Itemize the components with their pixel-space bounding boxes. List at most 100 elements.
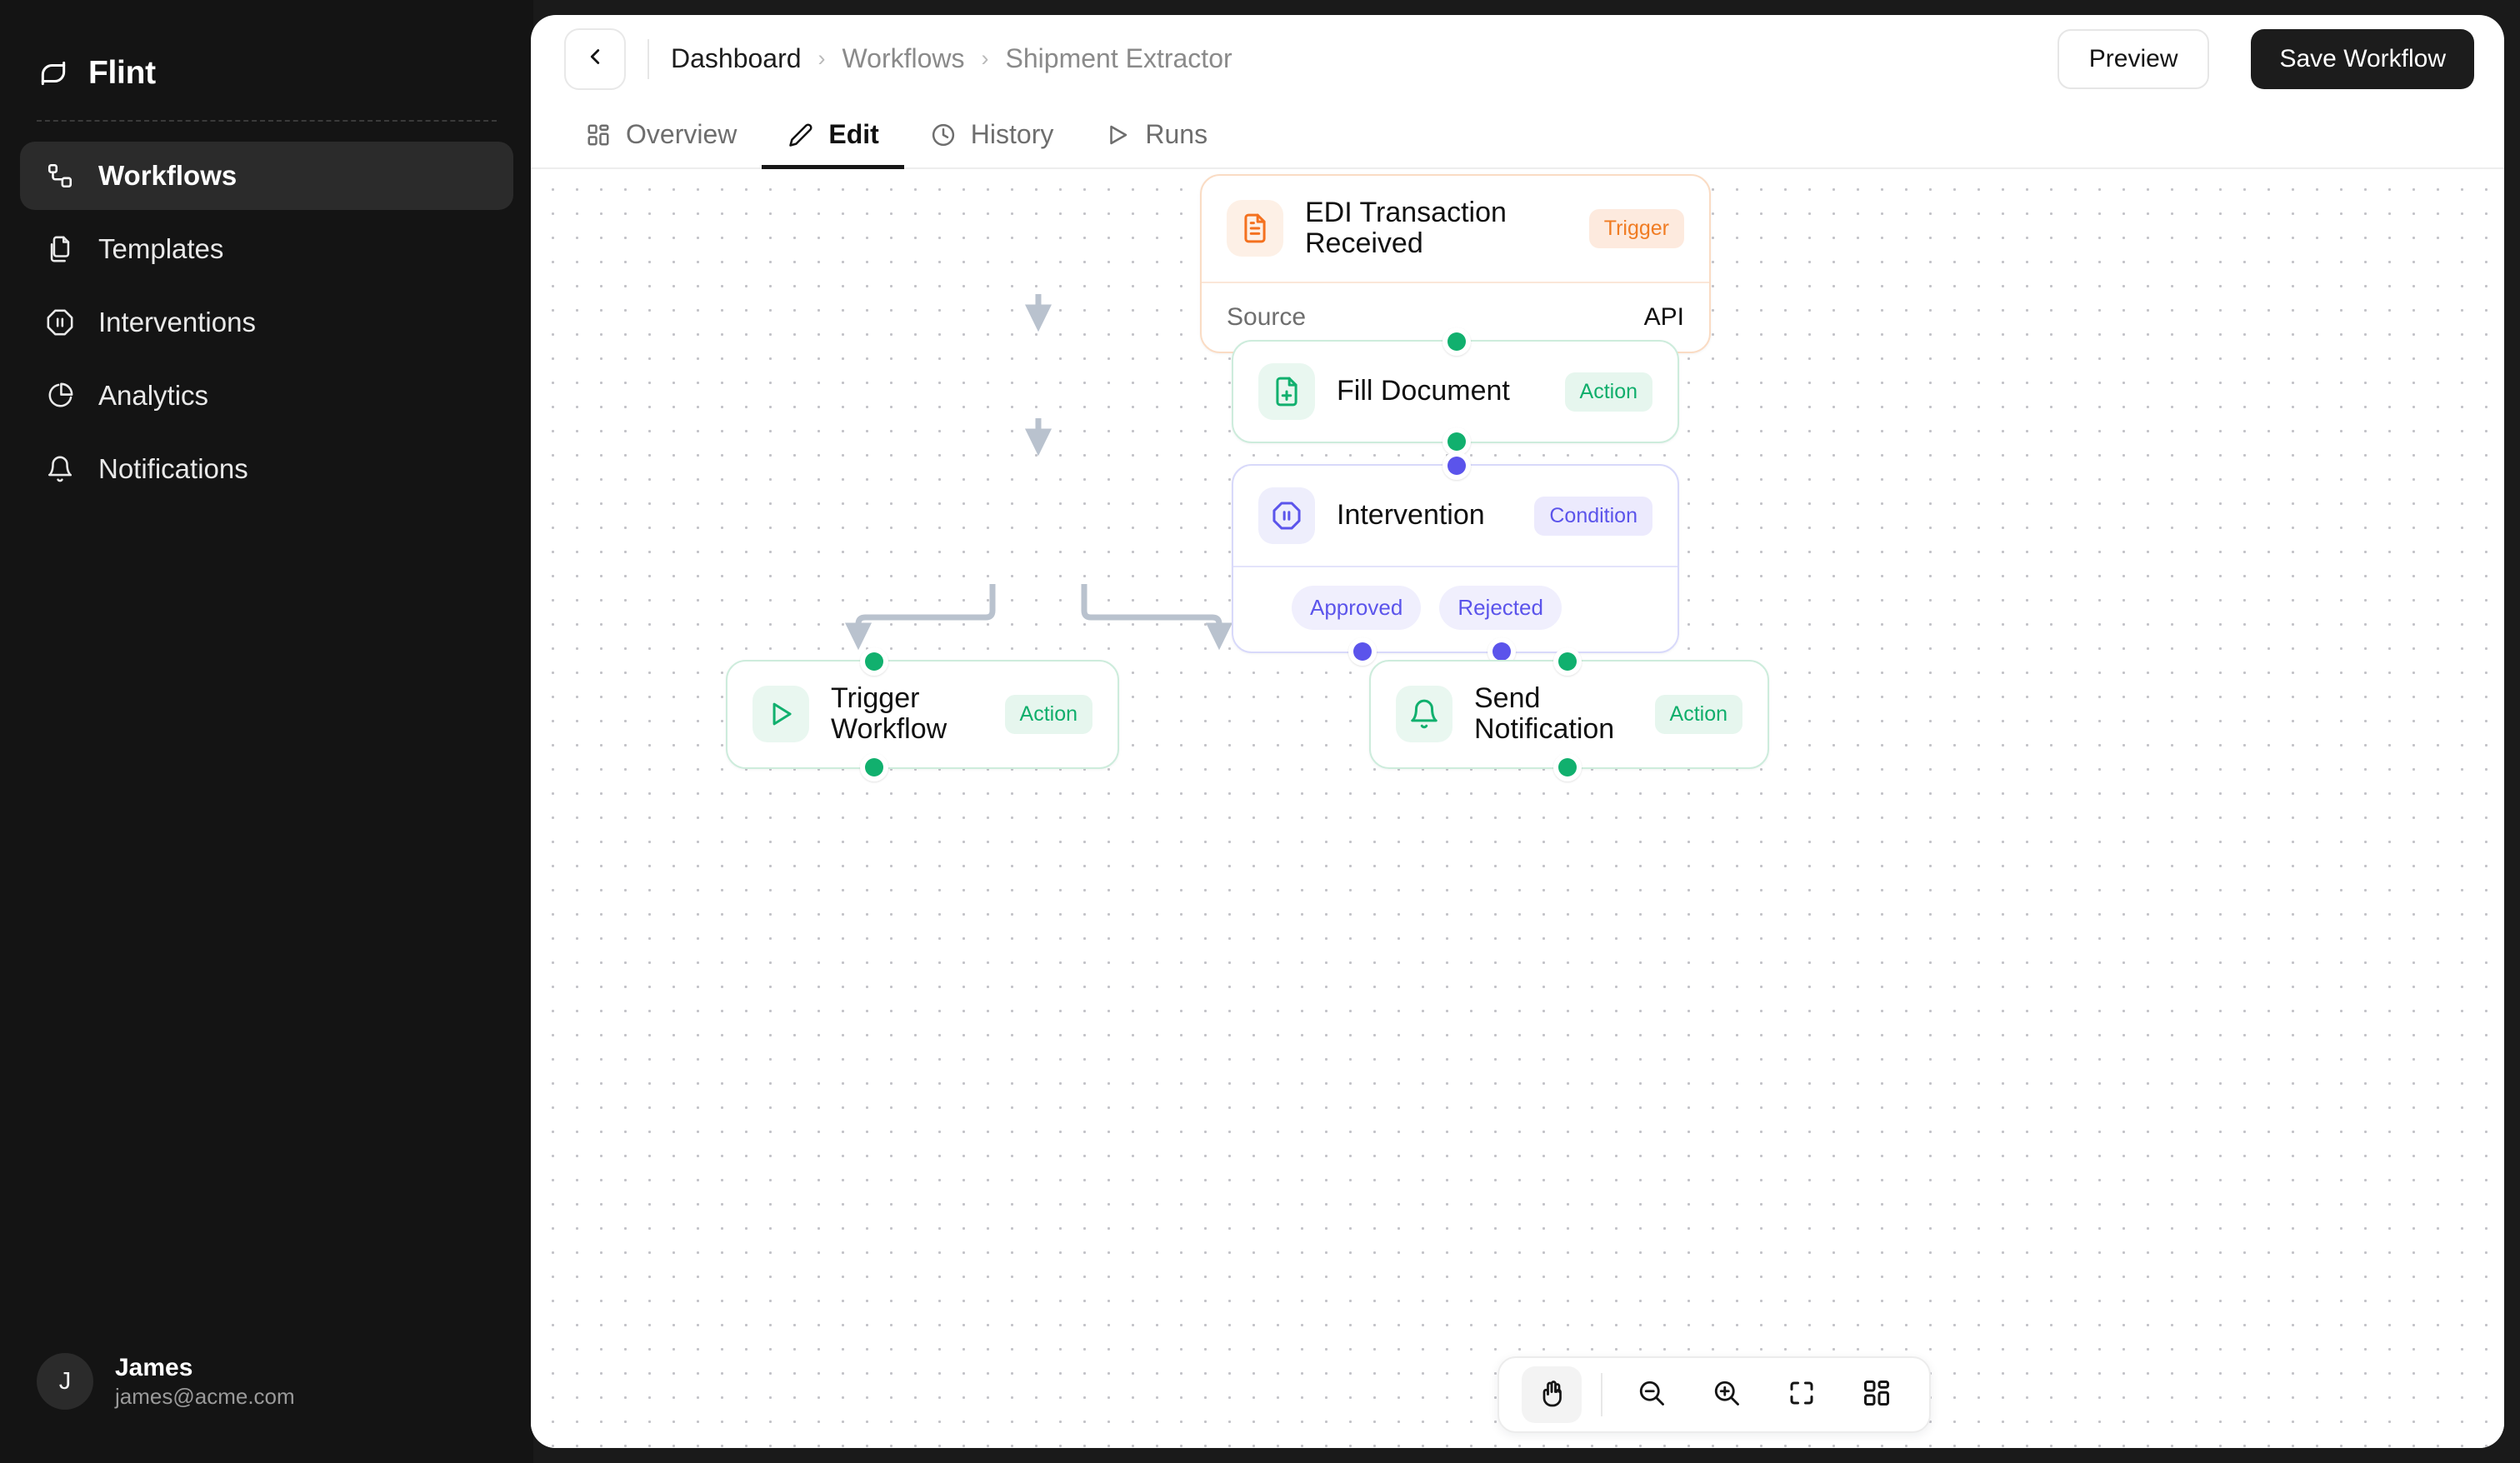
status-badge: Action bbox=[1004, 694, 1092, 734]
node-title: Intervention bbox=[1337, 499, 1485, 532]
node-branches: Approved Rejected bbox=[1233, 566, 1678, 652]
save-workflow-button[interactable]: Save Workflow bbox=[2251, 28, 2474, 89]
play-icon bbox=[1103, 121, 1132, 149]
sidebar-item-workflows[interactable]: Workflows bbox=[20, 142, 513, 210]
sidebar: Flint Workflows Templates bbox=[0, 0, 533, 1463]
fit-view-icon bbox=[1787, 1378, 1817, 1412]
zoom-in-button[interactable] bbox=[1697, 1366, 1757, 1423]
node-source-handle[interactable] bbox=[860, 752, 888, 781]
workflow-node-trigger-workflow[interactable]: Trigger Workflow Action bbox=[726, 647, 1119, 781]
document-text-icon bbox=[1227, 200, 1283, 257]
tab-runs[interactable]: Runs bbox=[1078, 104, 1232, 169]
node-header: EDI Transaction Received Trigger bbox=[1202, 176, 1709, 282]
status-badge: Trigger bbox=[1588, 208, 1684, 248]
sidebar-item-label: Interventions bbox=[98, 307, 256, 337]
node-header: Fill Document Action bbox=[1233, 342, 1678, 442]
chevron-left-icon bbox=[582, 44, 608, 73]
bell-icon bbox=[1396, 686, 1452, 743]
node-title: Fill Document bbox=[1337, 375, 1510, 407]
node-title: Trigger Workflow bbox=[831, 682, 948, 746]
breadcrumb: Dashboard › Workflows › Shipment Extract… bbox=[671, 43, 1232, 74]
workflow-canvas[interactable]: EDI Transaction Received Trigger Source … bbox=[531, 169, 2504, 1448]
tab-label: History bbox=[970, 119, 1054, 149]
file-plus-icon bbox=[1258, 363, 1315, 420]
templates-icon bbox=[43, 232, 77, 266]
breadcrumb-dashboard[interactable]: Dashboard bbox=[671, 43, 802, 73]
breadcrumb-workflows[interactable]: Workflows bbox=[842, 43, 965, 73]
node-header: Send Notification Action bbox=[1371, 662, 1768, 767]
play-icon bbox=[752, 686, 809, 743]
node-target-handle[interactable] bbox=[1442, 452, 1471, 480]
analytics-icon bbox=[43, 379, 77, 412]
user-name: James bbox=[115, 1353, 193, 1381]
user-profile[interactable]: J James james@acme.com bbox=[0, 1352, 533, 1463]
tab-label: Edit bbox=[828, 119, 879, 149]
pan-tool-button[interactable] bbox=[1522, 1366, 1582, 1423]
header-separator bbox=[648, 38, 649, 79]
page-header: Dashboard › Workflows › Shipment Extract… bbox=[531, 15, 2504, 102]
hand-icon bbox=[1537, 1378, 1567, 1412]
main-panel: Dashboard › Workflows › Shipment Extract… bbox=[531, 15, 2504, 1448]
canvas-toolbar bbox=[1498, 1356, 1931, 1433]
node-header: Trigger Workflow Action bbox=[728, 662, 1118, 767]
node-source-handle-approved[interactable] bbox=[1348, 637, 1377, 666]
octagon-pause-icon bbox=[1258, 487, 1315, 544]
sidebar-nav: Workflows Templates Interventions bbox=[0, 142, 533, 503]
status-badge: Action bbox=[1564, 372, 1652, 412]
workflow-node-send-notification[interactable]: Send Notification Action bbox=[1369, 647, 1769, 781]
zoom-in-icon bbox=[1712, 1378, 1742, 1412]
sidebar-item-notifications[interactable]: Notifications bbox=[20, 435, 513, 503]
pencil-icon bbox=[787, 121, 815, 149]
branch-pill-approved[interactable]: Approved bbox=[1292, 586, 1422, 630]
node-header: Intervention Condition bbox=[1233, 466, 1678, 566]
node-title: EDI Transaction Received bbox=[1305, 197, 1507, 260]
fit-view-button[interactable] bbox=[1772, 1366, 1832, 1423]
tab-overview[interactable]: Overview bbox=[559, 104, 762, 169]
toolbar-divider bbox=[1601, 1373, 1602, 1416]
sidebar-item-analytics[interactable]: Analytics bbox=[20, 362, 513, 430]
tab-edit[interactable]: Edit bbox=[762, 104, 904, 169]
node-title: Send Notification bbox=[1474, 682, 1615, 746]
grid-icon bbox=[1862, 1378, 1892, 1412]
node-target-handle[interactable] bbox=[860, 647, 888, 676]
sidebar-item-templates[interactable]: Templates bbox=[20, 215, 513, 283]
sidebar-item-interventions[interactable]: Interventions bbox=[20, 288, 513, 357]
node-detail-value: API bbox=[1643, 302, 1684, 331]
flint-logo-icon bbox=[37, 57, 70, 90]
back-button[interactable] bbox=[564, 27, 626, 90]
grid-icon bbox=[584, 121, 612, 149]
node-target-handle[interactable] bbox=[1553, 647, 1582, 676]
tab-history[interactable]: History bbox=[904, 104, 1079, 169]
zoom-out-icon bbox=[1637, 1378, 1667, 1412]
preview-button[interactable]: Preview bbox=[2057, 28, 2210, 89]
user-email: james@acme.com bbox=[115, 1384, 295, 1410]
tab-label: Runs bbox=[1145, 119, 1208, 149]
node-target-handle[interactable] bbox=[1442, 327, 1471, 356]
zoom-out-button[interactable] bbox=[1622, 1366, 1682, 1423]
sidebar-item-label: Analytics bbox=[98, 380, 209, 411]
workflow-node-fill-document[interactable]: Fill Document Action bbox=[1232, 327, 1679, 456]
clock-icon bbox=[929, 121, 958, 149]
workflow-node-edi-transaction-received[interactable]: EDI Transaction Received Trigger Source … bbox=[1200, 174, 1711, 366]
tab-bar: Overview Edit History bbox=[531, 102, 2504, 169]
node-detail-row: Source API bbox=[1202, 281, 1709, 352]
status-badge: Action bbox=[1654, 694, 1742, 734]
workflow-node-intervention[interactable]: Intervention Condition Approved Rejected bbox=[1232, 452, 1679, 666]
tab-label: Overview bbox=[626, 119, 738, 149]
edge-rejected-to-send-notification bbox=[1081, 584, 1233, 651]
sidebar-item-label: Workflows bbox=[98, 160, 238, 191]
sidebar-item-label: Templates bbox=[98, 233, 224, 264]
breadcrumb-separator: › bbox=[818, 46, 826, 71]
brand-name: Flint bbox=[88, 55, 156, 91]
sidebar-item-label: Notifications bbox=[98, 453, 248, 484]
status-badge: Condition bbox=[1534, 496, 1652, 536]
node-source-handle[interactable] bbox=[1553, 752, 1582, 781]
node-source-handle[interactable] bbox=[1442, 427, 1471, 456]
intervention-icon bbox=[43, 306, 77, 339]
bell-icon bbox=[43, 452, 77, 486]
mini-map-button[interactable] bbox=[1847, 1366, 1907, 1423]
brand: Flint bbox=[0, 0, 533, 98]
avatar: J bbox=[37, 1353, 93, 1411]
branch-pill-rejected[interactable]: Rejected bbox=[1439, 586, 1562, 630]
breadcrumb-current: Shipment Extractor bbox=[1005, 43, 1232, 73]
